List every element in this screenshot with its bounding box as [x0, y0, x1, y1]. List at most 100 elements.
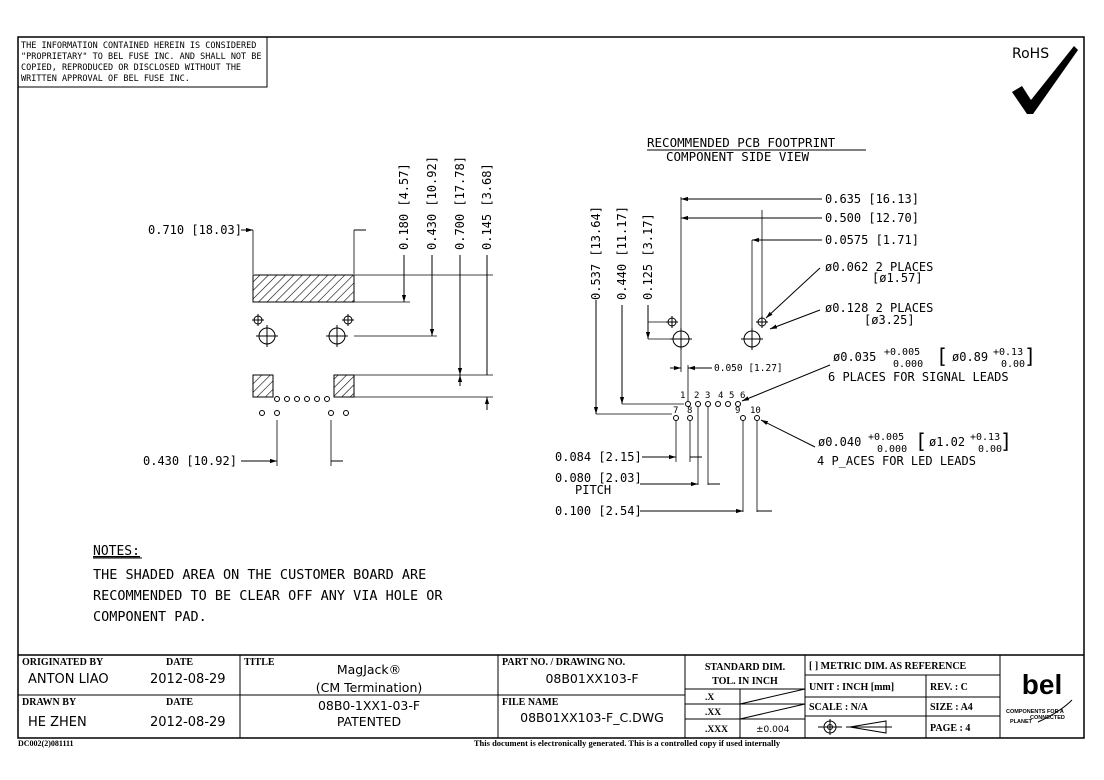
dim-label: 0.500 [12.70]	[825, 211, 919, 225]
tol-plus: +0.005	[868, 432, 904, 443]
rev-value: REV. : C	[930, 682, 968, 693]
signal-callout: ø0.035 +0.005 0.000 [ ø0.89 +0.13 0.00 ]…	[828, 344, 1036, 384]
logo-tagline: COMPONENTS FOR A	[1006, 709, 1064, 715]
logo-tagline: PLANET	[1010, 719, 1033, 725]
bracket-close-icon: ]	[1000, 429, 1012, 453]
small-hole	[252, 314, 264, 326]
led-pins	[673, 415, 760, 421]
pin-number: 9	[735, 406, 740, 416]
page-value: PAGE : 4	[930, 723, 970, 734]
hole-label: [ø1.57]	[872, 271, 923, 285]
originated-by-value: ANTON LIAO	[28, 672, 109, 687]
bracket-close-icon: ]	[1024, 344, 1036, 368]
title-value: 08B0-1XX1-03-F	[318, 698, 420, 713]
vdim-label: 0.700 [17.78]	[453, 156, 467, 250]
dim-label: 0.0575 [1.71]	[825, 233, 919, 247]
disclaimer-line: THE INFORMATION CONTAINED HEREIN IS CONS…	[21, 41, 256, 51]
std-dim-label: TOL. IN INCH	[712, 676, 778, 687]
file-name-label: FILE NAME	[502, 697, 559, 708]
left-view	[241, 227, 493, 466]
part-no-value: 08B01XX103-F	[545, 671, 638, 686]
proprietary-disclaimer: THE INFORMATION CONTAINED HEREIN IS CONS…	[17, 36, 268, 88]
vdim-label: 0.180 [4.57]	[397, 163, 411, 250]
footprint-subtitle: COMPONENT SIDE VIEW	[666, 149, 809, 164]
hole-label: ø0.128 2 PLACES	[825, 301, 933, 315]
document-code: DC002(2)081111	[18, 739, 74, 748]
tol-minus: 0.000	[893, 359, 923, 370]
tol-row-label: .X	[705, 693, 714, 703]
pin-number: 10	[750, 406, 761, 416]
date-value: 2012-08-29	[150, 672, 226, 687]
title-value: (CM Termination)	[316, 680, 423, 695]
small-hole	[756, 316, 768, 328]
size-value: SIZE : A4	[930, 702, 973, 713]
vdim-label: 0.537 [13.64]	[589, 206, 603, 300]
controlled-copy-statement: This document is electronically generate…	[474, 738, 781, 748]
file-name-value: 08B01XX103-F_C.DWG	[520, 710, 664, 725]
title-block	[18, 654, 1084, 738]
pin-row	[259, 396, 349, 416]
title-value: MagJack®	[337, 662, 401, 677]
logo-tagline: CONNECTED	[1030, 715, 1065, 721]
tol-metric-base: ø1.02	[929, 435, 965, 449]
tol-metric-plus: +0.13	[970, 432, 1000, 443]
large-hole	[741, 328, 763, 350]
keep-out-area	[252, 274, 355, 303]
originated-by-label: ORIGINATED BY	[22, 657, 104, 668]
pin-number: 6	[740, 391, 745, 401]
note-line: COMPONENT PAD.	[93, 609, 207, 625]
date-value: 2012-08-29	[150, 715, 226, 730]
vdim-label: 0.440 [11.17]	[615, 206, 629, 300]
footprint-title: RECOMMENDED PCB FOOTPRINT	[647, 135, 836, 150]
disclaimer-line: COPIED, REPRODUCED OR DISCLOSED WITHOUT …	[21, 63, 241, 73]
tol-minus: 0.000	[877, 444, 907, 455]
signal-pins	[685, 401, 741, 407]
dim-label: 0.635 [16.13]	[825, 192, 919, 206]
vdim-label: 0.430 [10.92]	[425, 156, 439, 250]
notes: NOTES: THE SHADED AREA ON THE CUSTOMER B…	[93, 544, 443, 625]
small-hole	[666, 316, 678, 328]
led-note: 4 P_ACES FOR LED LEADS	[817, 454, 976, 468]
vdim-label: 0.125 [3.17]	[641, 213, 655, 300]
date-label: DATE	[166, 697, 193, 708]
std-dim-label: STANDARD DIM.	[705, 662, 786, 673]
scale-value: SCALE : N/A	[809, 702, 869, 713]
pin-number: 3	[705, 391, 710, 401]
pin-number: 8	[687, 406, 692, 416]
tol-plus: +0.005	[884, 347, 920, 358]
pin-number: 7	[673, 406, 678, 416]
bracket-open-icon: [	[936, 344, 948, 368]
rohs-label: RoHS	[1012, 46, 1049, 62]
large-hole	[326, 325, 348, 347]
disclaimer-line: "PROPRIETARY" TO BEL FUSE INC. AND SHALL…	[21, 52, 262, 62]
hole-label: [ø3.25]	[864, 313, 915, 327]
part-no-label: PART NO. / DRAWING NO.	[502, 657, 626, 668]
pin-number: 4	[718, 391, 723, 401]
tol-metric-plus: +0.13	[993, 347, 1023, 358]
rohs-mark: RoHS	[1012, 46, 1078, 114]
dim-label: 0.100 [2.54]	[555, 504, 642, 518]
keep-out-area	[333, 374, 355, 398]
dim-label: 0.080 [2.03]	[555, 471, 642, 485]
dim-label: 0.084 [2.15]	[555, 450, 642, 464]
bracket-open-icon: [	[915, 429, 927, 453]
note-line: THE SHADED AREA ON THE CUSTOMER BOARD AR…	[93, 567, 426, 583]
pin-number: 5	[729, 391, 734, 401]
dim-width-label: 0.710 [18.03]	[148, 223, 242, 237]
tol-metric-minus: 0.00	[978, 444, 1002, 455]
tol-value: ±0.004	[756, 725, 790, 735]
date-label: DATE	[166, 657, 193, 668]
tol-base: ø0.035	[833, 350, 876, 364]
small-hole	[342, 314, 354, 326]
dim-offset-label: 0.050 [1.27]	[714, 363, 783, 374]
pitch-label: PITCH	[575, 483, 611, 497]
keep-out-area	[252, 374, 274, 398]
tol-row-label: .XXX	[705, 725, 728, 735]
tol-metric-minus: 0.00	[1001, 359, 1025, 370]
unit-value: UNIT : INCH [mm]	[809, 682, 894, 693]
dim-pitch-label: 0.430 [10.92]	[143, 454, 237, 468]
tol-base: ø0.040	[818, 435, 861, 449]
large-hole	[256, 325, 278, 347]
drawn-by-label: DRAWN BY	[22, 697, 77, 708]
sheet-border	[17, 36, 1085, 739]
